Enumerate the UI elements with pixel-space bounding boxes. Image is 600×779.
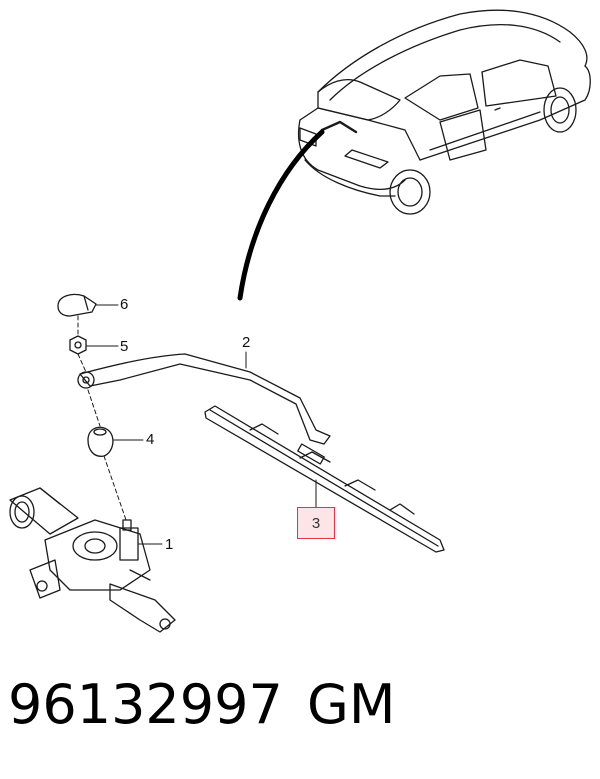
wiper-arm [77,353,331,445]
part-number: 96132997 [8,673,283,736]
callout-4: 4 [146,431,155,448]
cap-part [57,293,97,317]
callout-1: 1 [165,536,174,553]
pointer-arrow [237,129,325,301]
wiper-blade [204,405,445,553]
callout-2: 2 [242,334,251,351]
brand-label: GM [307,673,396,736]
callout-3-highlight[interactable]: 3 [297,507,335,539]
callout-5: 5 [120,338,129,355]
grommet-part [87,426,114,457]
callout-6: 6 [120,296,129,313]
wiper-motor [9,487,176,633]
nut-part [69,335,87,355]
leader-lines [85,304,317,545]
assembly-axis [77,315,127,521]
car-illustration [297,9,591,215]
